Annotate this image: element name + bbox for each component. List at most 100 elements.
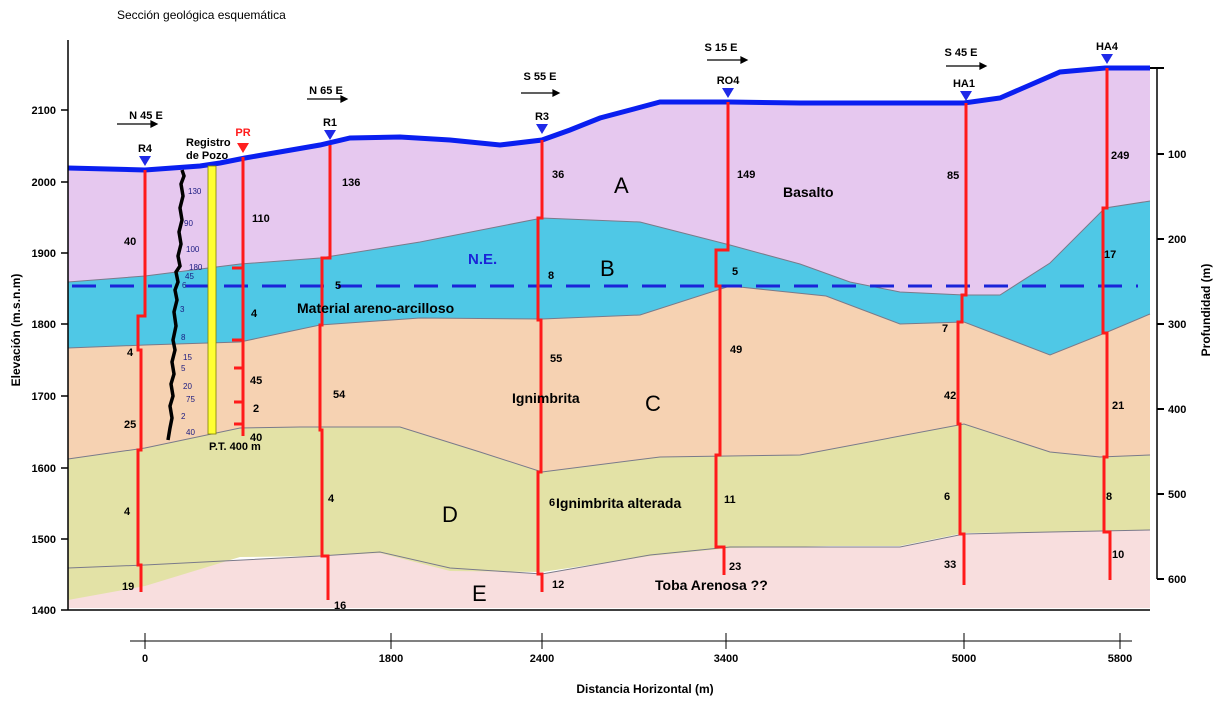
well-log: Registro de Pozo P.T. 400 m 130 90 100 1…: [166, 137, 261, 453]
well-log-value: 2: [181, 412, 186, 421]
distance-tick-label: 0: [142, 653, 148, 665]
well-ro4-marker: [722, 88, 734, 98]
well-ha4-value: 17: [1104, 249, 1116, 261]
well-log-depth: P.T. 400 m: [209, 441, 261, 453]
layer-e-name: Toba Arenosa ??: [655, 577, 768, 593]
left-tick-label: 1600: [32, 463, 56, 475]
well-log-trace: [166, 169, 186, 441]
direction-arrow-icons: [117, 56, 988, 128]
layer-e-toba-arenosa: [68, 530, 1150, 608]
well-log-title: de Pozo: [186, 150, 228, 162]
layer-polygons: [68, 68, 1150, 608]
well-r1-value: 4: [328, 493, 335, 505]
well-log-value: 8: [181, 333, 186, 342]
layer-labels: A Basalto B Material areno-arcilloso C I…: [297, 173, 834, 606]
well-r3-value: 8: [548, 270, 554, 282]
well-ha1-value: 33: [944, 559, 956, 571]
well-ro4-value: 49: [730, 344, 742, 356]
right-tick-label: 600: [1168, 574, 1186, 586]
direction-label: S 45 E: [944, 47, 977, 59]
well-log-value: 20: [183, 382, 192, 391]
well-r4-line: [136, 170, 147, 592]
distance-axis-tick-labels: 0 1800 2400 3400 5000 5800: [142, 653, 1132, 665]
well-log-value: 6: [182, 281, 187, 290]
well-ha1-value: 7: [942, 323, 948, 335]
layer-a-letter: A: [614, 173, 629, 198]
well-pr-value: 45: [250, 375, 262, 387]
well-r1-name: R1: [323, 117, 337, 129]
layer-a-name: Basalto: [783, 184, 834, 200]
well-r4-value: 4: [127, 347, 134, 359]
ground-surface-line: [67, 65, 1150, 173]
well-log-value: 15: [183, 353, 192, 362]
well-ha4-value: 10: [1112, 549, 1124, 561]
layer-c-ignimbrita: [68, 286, 1150, 472]
right-tick-label: 500: [1168, 489, 1186, 501]
right-tick-label: 200: [1168, 234, 1186, 246]
well-r3-value: 12: [552, 579, 564, 591]
layer-d-name: Ignimbrita alterada: [556, 495, 681, 511]
direction-label: S 15 E: [704, 42, 737, 54]
direction-label: N 45 E: [129, 110, 163, 122]
well-log-value: 180: [189, 263, 203, 272]
distance-axis-ticks: [144, 633, 1121, 649]
layer-d-letter: D: [442, 502, 458, 527]
well-r1-marker: [324, 130, 336, 140]
well-ro4-name: RO4: [717, 75, 741, 87]
right-axis-tick-labels: 100 200 300 400 500 600: [1168, 149, 1186, 586]
well-log-value: 100: [186, 245, 200, 254]
well-ro4-value: 5: [732, 266, 738, 278]
left-tick-label: 2100: [32, 105, 56, 117]
well-ha4-line: [1101, 68, 1112, 580]
well-log-value: 75: [186, 395, 195, 404]
well-ha1-marker: [960, 91, 972, 101]
layer-b-material-areno-arcilloso: [68, 201, 1150, 355]
section-directions: N 45 E N 65 E S 55 E S 15 E S 45 E: [117, 42, 988, 128]
well-log-value: 5: [181, 364, 186, 373]
well-pr-value: 40: [250, 432, 262, 444]
well-r1-value: 16: [334, 600, 346, 612]
left-tick-label: 1400: [32, 605, 56, 617]
well-log-value: 3: [180, 305, 185, 314]
well-r3-marker: [536, 124, 548, 134]
well-r1-value: 54: [333, 389, 346, 401]
well-r1-value: 136: [342, 177, 360, 189]
well-pr-contact-ticks: [232, 266, 243, 426]
right-tick-label: 300: [1168, 319, 1186, 331]
water-table-label: N.E.: [468, 251, 497, 268]
well-r3-line: [536, 140, 544, 592]
well-r4-marker: [139, 156, 151, 166]
well-ha4-value: 249: [1111, 150, 1129, 162]
diagram-title: Sección geológica esquemática: [117, 8, 286, 22]
well-columns: [136, 68, 1112, 600]
well-pr-value: 110: [252, 213, 270, 225]
distance-tick-label: 1800: [379, 653, 403, 665]
well-ha4-value: 21: [1112, 400, 1124, 412]
well-names: R4 PR R1 R3 RO4 HA1 HA4: [138, 41, 1119, 155]
layer-a-basalto: [68, 68, 1150, 295]
well-ha1-line: [956, 103, 968, 585]
well-log-value: 90: [184, 219, 193, 228]
distance-axis-label: Distancia Horizontal (m): [576, 682, 713, 696]
distance-tick-label: 5000: [952, 653, 976, 665]
well-interval-values: 40 4 25 4 19 110 4 45 2 40 136 5 54 4 16…: [122, 150, 1129, 612]
well-ha1-value: 6: [944, 491, 950, 503]
well-r4-value: 40: [124, 236, 136, 248]
direction-label: N 65 E: [309, 85, 343, 97]
well-log-value: 45: [185, 272, 194, 281]
well-ro4-value: 149: [737, 169, 755, 181]
distance-tick-label: 5800: [1108, 653, 1132, 665]
well-pr-value: 4: [251, 308, 258, 320]
well-pr-name: PR: [235, 127, 250, 139]
well-log-yellow-column: [207, 165, 217, 435]
layer-d-ignimbrita-alterada: [68, 424, 1150, 600]
well-ro4-value: 23: [729, 561, 741, 573]
left-tick-label: 1900: [32, 248, 56, 260]
well-ha1-value: 85: [947, 170, 959, 182]
well-head-markers: [139, 54, 1113, 166]
well-r4-value: 25: [124, 419, 136, 431]
well-pr-value: 2: [253, 403, 259, 415]
well-r4-name: R4: [138, 143, 153, 155]
well-r4-value: 4: [124, 506, 131, 518]
